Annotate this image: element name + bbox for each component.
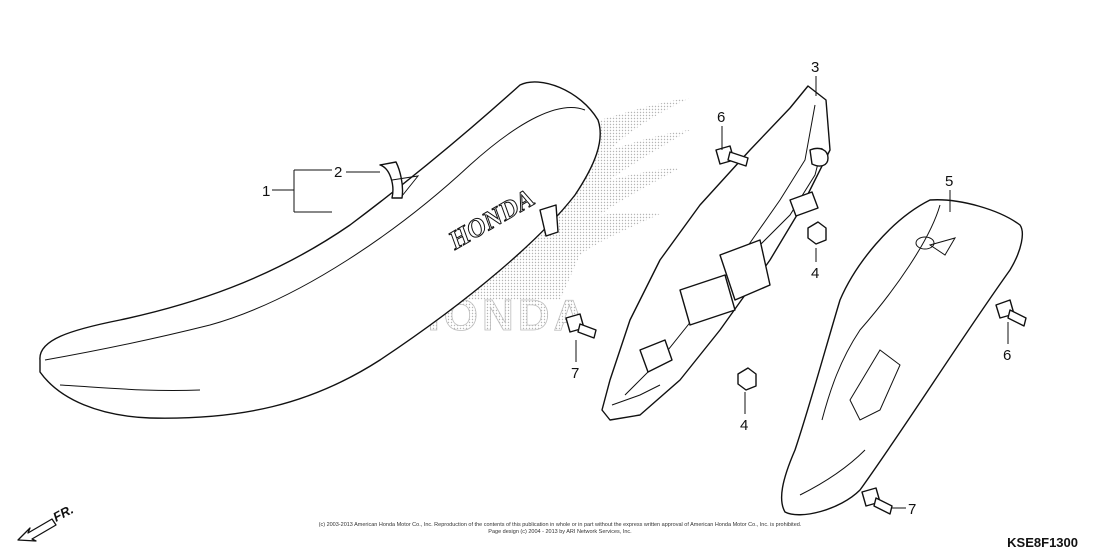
callout-3: 3: [811, 59, 819, 76]
callout-4-upper: 4: [811, 265, 819, 282]
front-direction-arrow-icon: [17, 518, 57, 542]
callout-6-upper: 6: [717, 109, 725, 126]
copyright-line-1: (c) 2003-2013 American Honda Motor Co., …: [319, 522, 802, 528]
diagram-code: KSE8F1300: [1007, 535, 1078, 550]
nut-4-lower: [737, 367, 757, 391]
callout-7-lower: 7: [908, 501, 916, 518]
seat-part: HONDA: [39, 81, 601, 419]
callout-5: 5: [945, 173, 953, 190]
left-side-cover-part: [601, 85, 831, 421]
callout-6-right: 6: [1003, 347, 1011, 364]
screw-7-left: [565, 313, 597, 339]
callout-1: 1: [262, 183, 270, 200]
leader-lines: [272, 76, 1009, 509]
bolt-6-upper: [715, 145, 749, 167]
callout-4-lower: 4: [740, 417, 748, 434]
bolt-6-right: [995, 299, 1027, 327]
copyright-line-2: Page design (c) 2004 - 2013 by ARI Netwo…: [488, 529, 632, 535]
screw-7-lower: [861, 487, 893, 515]
nut-4-upper: [807, 221, 827, 245]
callout-2: 2: [334, 164, 342, 181]
right-side-cover-part: [780, 199, 1023, 516]
callout-7-left: 7: [571, 365, 579, 382]
